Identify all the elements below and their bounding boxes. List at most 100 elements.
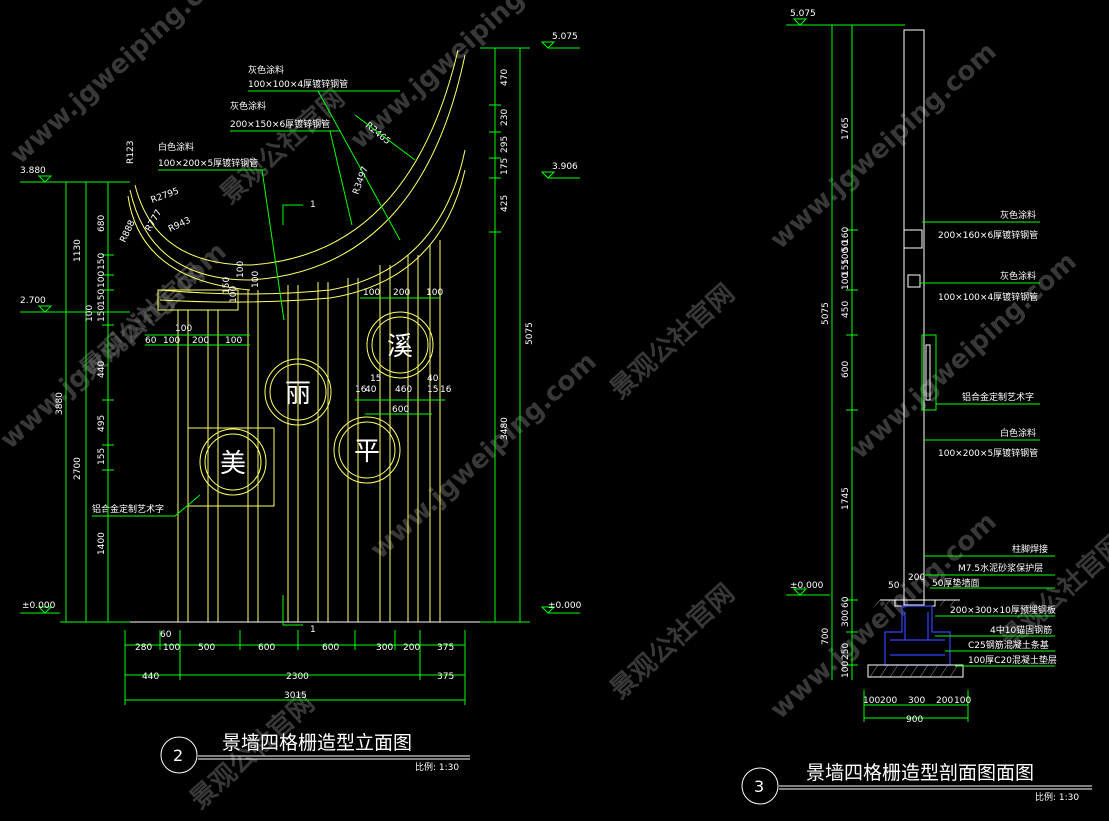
section-left-dims: 1765 160 50 100 155 100 450 600 5075 174… (821, 24, 858, 680)
dimension-label: 200 (393, 288, 410, 298)
dimension-label: 470 (500, 69, 510, 86)
dimension-label: 100 (163, 643, 180, 653)
dimension-label: 600 (322, 643, 339, 653)
dimension-label: 3015 (284, 691, 307, 701)
art-sign-panel (187, 427, 275, 507)
dimension-label: 295 (500, 136, 510, 153)
dimension-label: 200 (192, 336, 209, 346)
level-label: 5.075 (552, 32, 578, 42)
radius-label: R3497 (351, 165, 370, 196)
section-mark-bottom (282, 595, 303, 626)
annotation-text: 灰色涂料 (1000, 209, 1036, 221)
dimension-label: 1130 (73, 239, 83, 262)
dimension-label: 5075 (821, 302, 831, 325)
dimension-label: 2700 (73, 457, 83, 480)
dimension-label: 300 (841, 610, 851, 627)
dimension-label: 100 (426, 288, 443, 298)
char-medallion-li: 丽 (264, 358, 332, 426)
dimension-label: 460 (395, 385, 412, 395)
elevation-level-markers: 5.075 3.880 3.906 2.700 ±0.000 ±0.000 (20, 32, 582, 614)
level-label: ±0.000 (22, 601, 56, 611)
dimension-label: 100 (841, 661, 851, 678)
dimension-label: 150 (97, 289, 107, 306)
dimension-label: 175 (500, 158, 510, 175)
dimension-label: 900 (906, 715, 923, 725)
annotation-text: 100×100×4厚镀锌钢管 (938, 291, 1038, 303)
dimension-label: 200 (880, 696, 897, 706)
section-level-markers: 5.075 ±0.000 (786, 9, 905, 596)
dimension-label: 150 (97, 253, 107, 270)
section-mark-label: 1 (310, 625, 316, 635)
char-medallion-ping: 平 (333, 416, 401, 484)
watermark: www.jgweiping.com (845, 247, 1083, 466)
dimension-label: 3880 (55, 392, 65, 415)
section-title-block: 3 景墙四格栅造型剖面图面图 比例: 1:30 (741, 762, 1092, 805)
section-annotations: 灰色涂料 200×160×6厚镀锌钢管 灰色涂料 100×100×4厚镀锌钢管 … (920, 209, 1057, 667)
drawing-scale: 比例: 1:30 (1035, 791, 1079, 803)
dimension-label: 5075 (525, 322, 535, 345)
dimension-label: 600 (392, 405, 409, 415)
elevation-annotations: 灰色涂料 100×100×4厚镀锌钢管 灰色涂料 200×150×6厚镀锌钢管 … (92, 64, 416, 517)
dimension-label: 375 (437, 672, 454, 682)
dimension-label: 50 (888, 581, 900, 591)
section-bottom-dims: 100 200 300 200 100 900 (863, 690, 971, 725)
dimension-label: 230 (500, 109, 510, 126)
annotation-text: M7.5水泥砂浆保护层 (958, 562, 1043, 574)
dimension-label: 100 (97, 271, 107, 288)
watermark: www.jgweiping.com (5, 0, 243, 170)
dimension-label: 40 (365, 385, 377, 395)
dimension-label: 16 (440, 385, 452, 395)
dimension-label: 100 (225, 336, 242, 346)
elevation-bottom-dims: 60 280 100 500 600 600 300 200 375 440 2… (124, 630, 466, 705)
dimension-label: 100 (841, 248, 851, 265)
annotation-text: 白色涂料 (158, 141, 194, 153)
annotation-text: 200×160×6厚镀锌钢管 (938, 229, 1038, 241)
char-ping: 平 (354, 437, 380, 467)
dimension-label: 155 (97, 448, 107, 465)
elevation-left-dims: 1130 680 150 100 150 150 100 440 495 155… (55, 181, 130, 623)
dimension-label: 100 (236, 261, 246, 278)
dimension-label: 150 (97, 305, 107, 322)
dimension-label: 60 (145, 336, 157, 346)
dimension-label: 600 (258, 643, 275, 653)
char-li: 丽 (285, 379, 311, 409)
dimension-label: 1745 (841, 487, 851, 510)
dimension-label: 200 (908, 573, 925, 583)
annotation-text: C25钢筋混凝土条基 (968, 639, 1049, 651)
dimension-label: 100 (163, 336, 180, 346)
dimension-label: 50 (841, 240, 851, 252)
watermark: www.jgweiping.com (365, 347, 603, 566)
radius-label: R2795 (150, 186, 181, 205)
roof-curve-5 (127, 195, 251, 291)
annotation-text: 4中10锚固钢筋 (990, 624, 1052, 636)
radius-label: R888 (119, 219, 138, 245)
section-mark-label: 1 (310, 200, 316, 210)
dimension-label: 15 (427, 385, 438, 395)
radius-label: R943 (167, 216, 192, 235)
dimension-label: 16 (355, 385, 367, 395)
dimension-label: 495 (97, 415, 107, 432)
dimension-label: 1765 (841, 117, 851, 140)
annotation-text: 100×200×5厚镀锌钢管 (938, 447, 1038, 459)
section-mark-top (282, 204, 303, 225)
roof-curve-4 (159, 169, 466, 303)
drawing-number: 2 (173, 746, 183, 765)
dimension-label: 40 (427, 374, 439, 384)
dimension-label: 300 (376, 643, 393, 653)
roof-curve-3 (159, 149, 466, 295)
dimension-label: 15 (370, 374, 381, 384)
section-base-pad (867, 664, 964, 678)
dimension-label: 150 (222, 277, 232, 294)
dimension-label: 100 (175, 324, 192, 334)
radius-label: R123 (126, 141, 136, 164)
char-medallion-mei: 美 (199, 428, 267, 496)
roof-curve-2 (134, 49, 459, 266)
cross-beam (157, 289, 239, 311)
annotation-text: 白色涂料 (1000, 427, 1036, 439)
dimension-label: 1400 (97, 532, 107, 555)
drawing-scale: 比例: 1:30 (415, 761, 459, 773)
level-label: ±0.000 (548, 601, 582, 611)
annotation-text: 100厚C20混凝土垫层 (968, 654, 1057, 666)
dimension-label: 375 (437, 643, 454, 653)
